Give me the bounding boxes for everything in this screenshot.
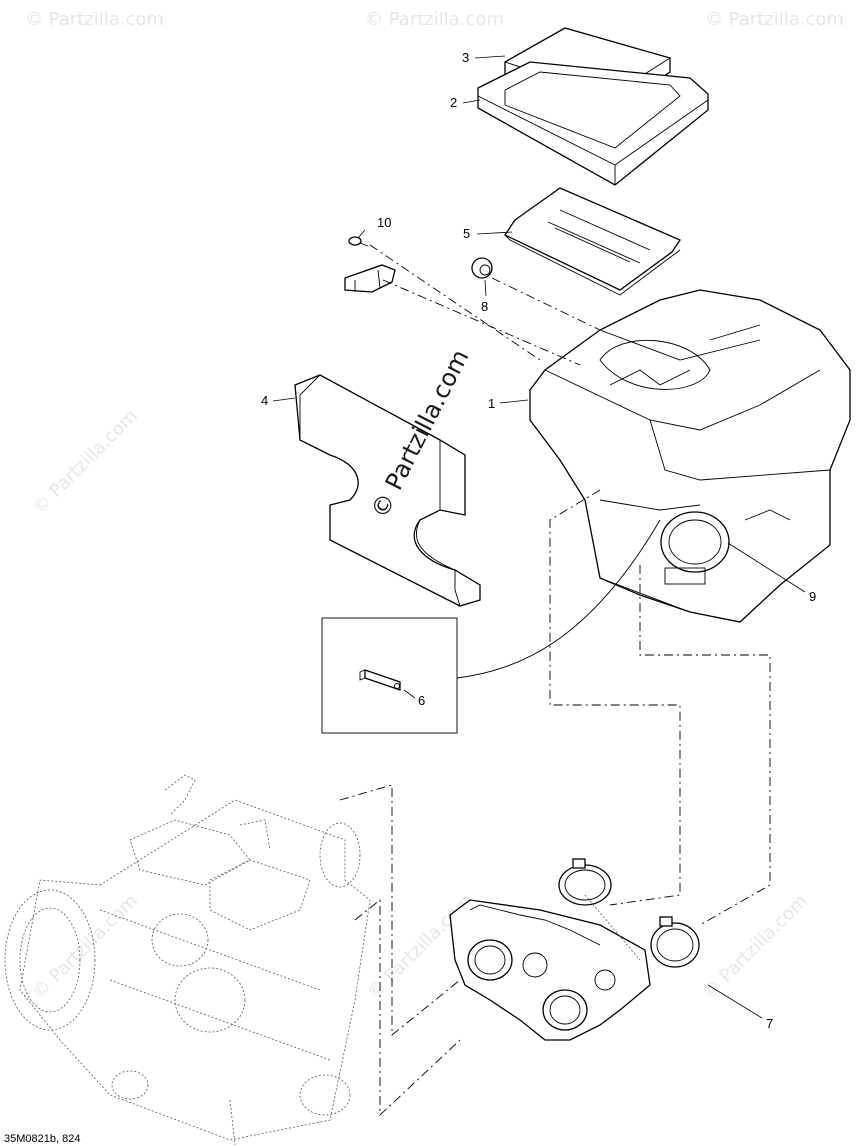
detail-frame bbox=[321, 617, 458, 734]
bracket bbox=[344, 264, 396, 293]
callout-3: 3 bbox=[462, 50, 469, 65]
part-10-screw bbox=[348, 236, 369, 247]
leader-lines bbox=[272, 55, 806, 1019]
part-7-clamps bbox=[558, 858, 700, 968]
part-4-foam bbox=[294, 374, 481, 607]
part-2-filter-frame bbox=[477, 61, 709, 186]
assembly-lines bbox=[339, 244, 771, 1117]
part-8-grommet bbox=[471, 257, 493, 279]
callout-7: 7 bbox=[766, 1016, 773, 1031]
callout-8: 8 bbox=[481, 299, 488, 314]
callout-5: 5 bbox=[463, 226, 470, 241]
callout-1: 1 bbox=[488, 396, 495, 411]
watermark-top-right: © Partzilla.com bbox=[705, 9, 844, 30]
watermark-top-left: © Partzilla.com bbox=[25, 9, 164, 30]
engine bbox=[4, 774, 371, 1146]
part-5-plate bbox=[504, 187, 681, 296]
watermark-mid-left: © Partzilla.com bbox=[29, 405, 142, 518]
callout-4: 4 bbox=[261, 393, 268, 408]
watermark-top-center: © Partzilla.com bbox=[365, 9, 504, 30]
reference-code: 35M0821b, 824 bbox=[4, 1133, 80, 1145]
detail-box bbox=[321, 519, 661, 734]
watermark-bottom-left: © Partzilla.com bbox=[29, 890, 142, 1003]
watermark-bottom-right: © Partzilla.com bbox=[699, 890, 812, 1003]
part-1-air-silencer bbox=[529, 289, 851, 623]
callout-6: 6 bbox=[418, 693, 425, 708]
callout-2: 2 bbox=[450, 95, 457, 110]
throttle-body bbox=[449, 894, 651, 1041]
callout-9: 9 bbox=[809, 589, 816, 604]
callout-labels: 3 2 10 5 8 4 1 9 6 7 bbox=[261, 50, 816, 1031]
part-6-clip bbox=[359, 669, 401, 691]
callout-10: 10 bbox=[377, 215, 391, 230]
